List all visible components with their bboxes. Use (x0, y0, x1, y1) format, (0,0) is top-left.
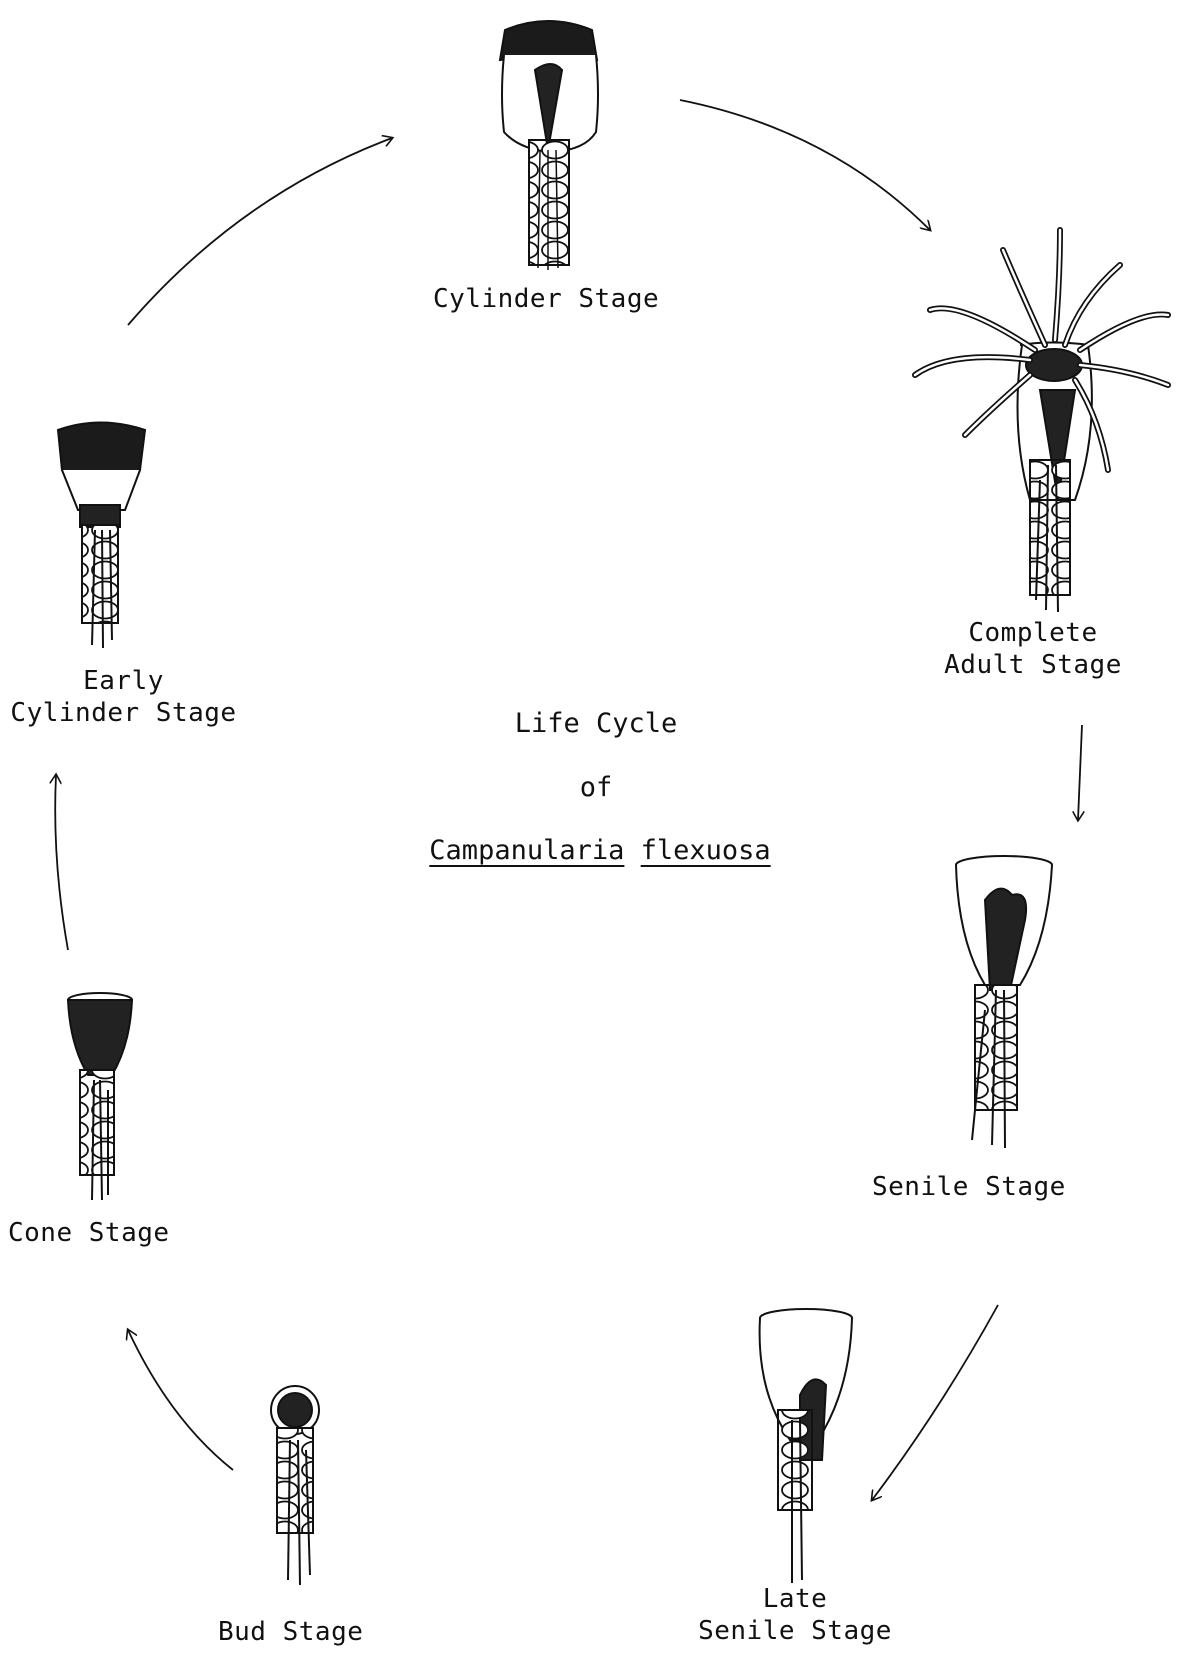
arrow-to-early-cylinder (55, 775, 68, 950)
complete-adult-stage-figure (915, 230, 1168, 612)
label-senile-stage: Senile Stage (872, 1171, 1066, 1203)
senile-stage-figure (956, 856, 1052, 1148)
label-cylinder-stage: Cylinder Stage (433, 283, 659, 315)
arrow-to-cylinder (128, 138, 392, 325)
genus-name: Campanularia (429, 835, 624, 866)
arrow-to-late-senile (872, 1305, 998, 1500)
arrow-to-adult (680, 100, 930, 230)
bud-stage-figure (271, 1386, 319, 1585)
title-line2: of (396, 772, 796, 803)
cylinder-stage-figure (500, 21, 598, 270)
arrow-to-cone (128, 1330, 233, 1470)
early-cylinder-stage-figure (58, 423, 145, 649)
label-early-cylinder-stage: Early Cylinder Stage (6, 665, 241, 729)
cone-stage-figure (68, 993, 132, 1200)
label-bud-stage: Bud Stage (218, 1616, 363, 1648)
title-species: Campanularia flexuosa (400, 835, 800, 866)
label-cone-stage: Cone Stage (8, 1217, 170, 1249)
late-senile-stage-figure (760, 1309, 852, 1583)
label-complete-adult-stage: Complete Adult Stage (938, 617, 1128, 681)
label-late-senile-stage: Late Senile Stage (690, 1583, 900, 1647)
species-name: flexuosa (641, 835, 771, 866)
title-line1: Life Cycle (396, 708, 796, 739)
arrow-to-senile (1078, 725, 1082, 820)
